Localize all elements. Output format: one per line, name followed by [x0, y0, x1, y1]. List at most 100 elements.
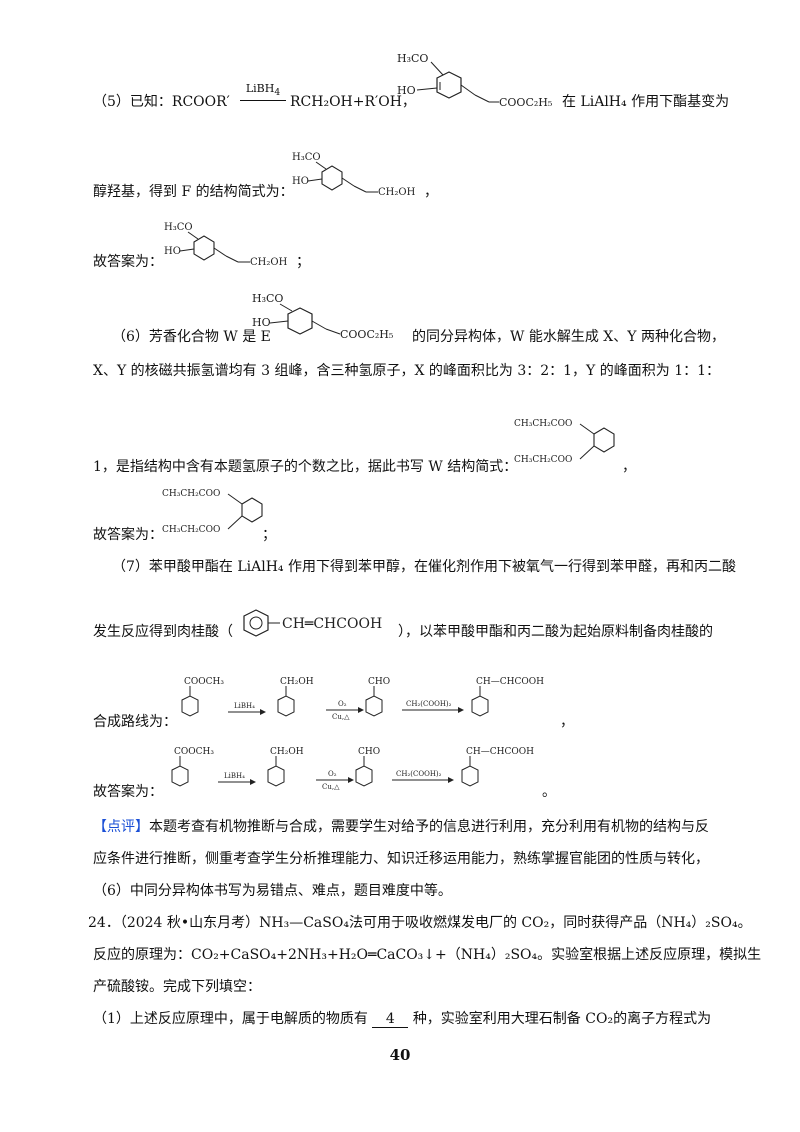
r2-cu-heat: Cu,△: [322, 783, 340, 791]
s6-text-a: （6）芳香化合物 W 是 E: [112, 329, 271, 345]
s6-line1b: 的同分异构体，W 能水解生成 X、Y 两种化合物，: [412, 327, 725, 347]
s6-text-b: 的同分异构体，W 能水解生成 X、Y 两种化合物，: [412, 329, 725, 345]
s5-text-a: （5）已知：RCOOR′: [93, 94, 230, 110]
molecule-e-ester: H₃CO HO COOC₂H₅: [395, 42, 555, 122]
q24-text4a: （1）上述反应原理中，属于电解质的物质有: [93, 1011, 368, 1027]
synthesis-route-answer: COOCH₃ LiBH₄ CH₂OH O₂ Cu,△ CHO CH₂(COOH)…: [166, 744, 556, 802]
fa-ho-text: HO: [164, 246, 181, 257]
s5-text-b: RCH₂OH+R′OH，: [290, 94, 416, 110]
cinnamic-text: CH═CHCOOH: [282, 616, 382, 632]
s6-answer: 故答案为：: [93, 525, 163, 545]
comment-text2: 应条件进行推断，侧重考查学生分析推理能力、知识迁移运用能力，熟练掌握官能团的性质…: [93, 851, 709, 867]
r1-cu-heat: Cu,△: [332, 713, 350, 721]
s7-text-b: 发生反应得到肉桂酸（: [93, 624, 233, 640]
q24-line2: 反应的原理为：CO₂+CaSO₄+2NH₃+H₂O═CaCO₃↓+（NH₄）₂S…: [93, 945, 761, 965]
lib-h4-label: LiBH: [245, 82, 275, 95]
s6-line1: （6）芳香化合物 W 是 E: [112, 327, 271, 347]
r2-cho: CHO: [358, 747, 380, 757]
r1-lbh4: LiBH₄: [234, 702, 255, 710]
r1-ch-chcooh: CH—CHCOOH: [476, 677, 544, 687]
s7-answer: 故答案为：: [93, 782, 163, 802]
wa-ester-top: CH₃CH₂COO: [162, 489, 220, 499]
s5-line2: 醇羟基，得到 F 的结构简式为：: [93, 182, 294, 202]
s6-answer-semicolon: ；: [262, 527, 276, 543]
s6-line2: X、Y 的核磁共振氢谱均有 3 组峰，含三种氢原子，X 的峰面积比为 3：2：1…: [93, 361, 720, 381]
s5-line1: （5）已知：RCOOR′: [93, 92, 230, 112]
comment-text3: （6）中同分异构体书写为易错点、难点，题目难度中等。: [93, 883, 452, 899]
s5-answer: 故答案为：: [93, 252, 163, 272]
fa-ch2oh-text: CH₂OH: [250, 257, 288, 268]
e2-ho-text: HO: [252, 316, 271, 329]
q24-line3: 产硫酸铵。完成下列填空：: [93, 977, 261, 997]
q24-line1: 24．（2024 秋•山东月考）NH₃—CaSO₄法可用于吸收燃煤发电厂的 CO…: [88, 913, 752, 933]
s6-answer-label: 故答案为：: [93, 527, 163, 543]
r2-malonic: CH₂(COOH)₂: [396, 770, 442, 778]
wa-ester-bot: CH₃CH₂COO: [162, 525, 220, 535]
r2-ch2oh: CH₂OH: [270, 747, 304, 757]
q24-text3: 产硫酸铵。完成下列填空：: [93, 979, 261, 995]
s7-route-comma: ，: [560, 714, 574, 730]
s7-route: 合成路线为：: [93, 712, 177, 732]
w-ester-bot: CH₃CH₂COO: [514, 455, 572, 465]
w-ester-top: CH₃CH₂COO: [514, 419, 572, 429]
r1-cho: CHO: [368, 677, 390, 687]
s7-line2a: 发生反应得到肉桂酸（: [93, 622, 233, 642]
r2-o2: O₂: [328, 770, 337, 778]
s7-line2b: ），以苯甲酸甲酯和丙二酸为起始原料制备肉桂酸的: [398, 622, 713, 642]
molecule-f: H₃CO HO CH₂OH: [290, 148, 430, 210]
molecule-w: CH₃CH₂COO CH₃CH₂COO: [514, 414, 624, 470]
s5-answer-end: ；: [296, 252, 310, 272]
r1-malonic: CH₂(COOH)₂: [406, 700, 452, 708]
f-h3co-text: H₃CO: [292, 152, 321, 163]
s7-text-a: （7）苯甲酸甲酯在 LiAlH₄ 作用下得到苯甲醇，在催化剂作用下被氧气一行得到…: [112, 559, 736, 575]
s7-route-label: 合成路线为：: [93, 714, 177, 730]
s5-line1b: RCH₂OH+R′OH，: [290, 92, 416, 112]
r2-ch-chcooh: CH—CHCOOH: [466, 747, 534, 757]
r2-cooch3: COOCH₃: [174, 747, 214, 757]
e-ho-text: HO: [397, 84, 416, 97]
s5-line2-text: 醇羟基，得到 F 的结构简式为：: [93, 184, 294, 200]
q24-text1: 24．（2024 秋•山东月考）NH₃—CaSO₄法可用于吸收燃煤发电厂的 CO…: [88, 915, 752, 931]
s6-text-d: 1，是指结构中含有本题氢原子的个数之比，据此书写 W 结构简式：: [93, 459, 518, 475]
q24-text4b: 种，实验室利用大理石制备 CO₂的离子方程式为: [412, 1011, 712, 1027]
molecule-cinnamic-acid: CH═CHCOOH: [236, 604, 396, 640]
comment-line2: 应条件进行推断，侧重考查学生分析推理能力、知识迁移运用能力，熟练掌握官能团的性质…: [93, 849, 709, 869]
s5-line2-comma: ，: [424, 184, 438, 200]
s7-answer-end: 。: [542, 782, 556, 802]
s6-text-c: X、Y 的核磁共振氢谱均有 3 组峰，含三种氢原子，X 的峰面积比为 3：2：1…: [93, 363, 721, 379]
f-ho-text: HO: [292, 176, 309, 187]
e2-h3co-text: H₃CO: [252, 292, 283, 305]
e-cooc2h5-text: COOC₂H₅: [499, 96, 552, 109]
r1-cooch3: COOCH₃: [184, 677, 224, 687]
s6-line3: 1，是指结构中含有本题氢原子的个数之比，据此书写 W 结构简式：: [93, 457, 517, 477]
e2-cooc2h5-text: COOC₂H₅: [340, 328, 393, 341]
comment-tag: 【点评】: [93, 819, 149, 835]
s7-route-end: ，: [560, 712, 574, 732]
r2-lbh4: LiBH₄: [224, 772, 245, 780]
s5-answer-semicolon: ；: [296, 254, 310, 270]
s7-line1: （7）苯甲酸甲酯在 LiAlH₄ 作用下得到苯甲醇，在催化剂作用下被氧气一行得到…: [112, 557, 736, 577]
f-ch2oh-text: CH₂OH: [378, 187, 416, 198]
molecule-w-answer: CH₃CH₂COO CH₃CH₂COO: [162, 484, 272, 540]
q24-text2: 反应的原理为：CO₂+CaSO₄+2NH₃+H₂O═CaCO₃↓+（NH₄）₂S…: [93, 947, 762, 963]
r1-o2: O₂: [338, 700, 347, 708]
answer-blank: 4: [372, 1011, 409, 1028]
comment-text1: 本题考查有机物推断与合成，需要学生对给予的信息进行利用，充分利用有机物的结构与反: [149, 819, 709, 835]
s5-line2-end: ，: [424, 182, 438, 202]
s5-text-c: 在 LiAlH₄ 作用下酯基变为: [562, 94, 730, 110]
molecule-e-inline: H₃CO HO COOC₂H₅: [250, 288, 410, 350]
s6-line3-end: ，: [622, 457, 636, 477]
page-number: 40: [389, 1046, 411, 1064]
comment-line1: 【点评】本题考查有机物推断与合成，需要学生对给予的信息进行利用，充分利用有机物的…: [93, 817, 709, 837]
s5-answer-label: 故答案为：: [93, 254, 163, 270]
s7-text-c: ），以苯甲酸甲酯和丙二酸为起始原料制备肉桂酸的: [398, 624, 713, 640]
q24-line4: （1）上述反应原理中，属于电解质的物质有 4 种，实验室利用大理石制备 CO₂的…: [93, 1009, 711, 1029]
s6-answer-end: ；: [262, 525, 276, 545]
s7-answer-label: 故答案为：: [93, 784, 163, 800]
lib-h4-sub: 4: [274, 87, 281, 99]
molecule-f-answer: H₃CO HO CH₂OH: [162, 218, 302, 274]
s7-answer-period: 。: [542, 784, 556, 800]
synthesis-route: COOCH₃ LiBH₄ CH₂OH O₂ Cu,△ CHO CH₂(COOH)…: [176, 674, 566, 734]
r1-ch2oh: CH₂OH: [280, 677, 314, 687]
